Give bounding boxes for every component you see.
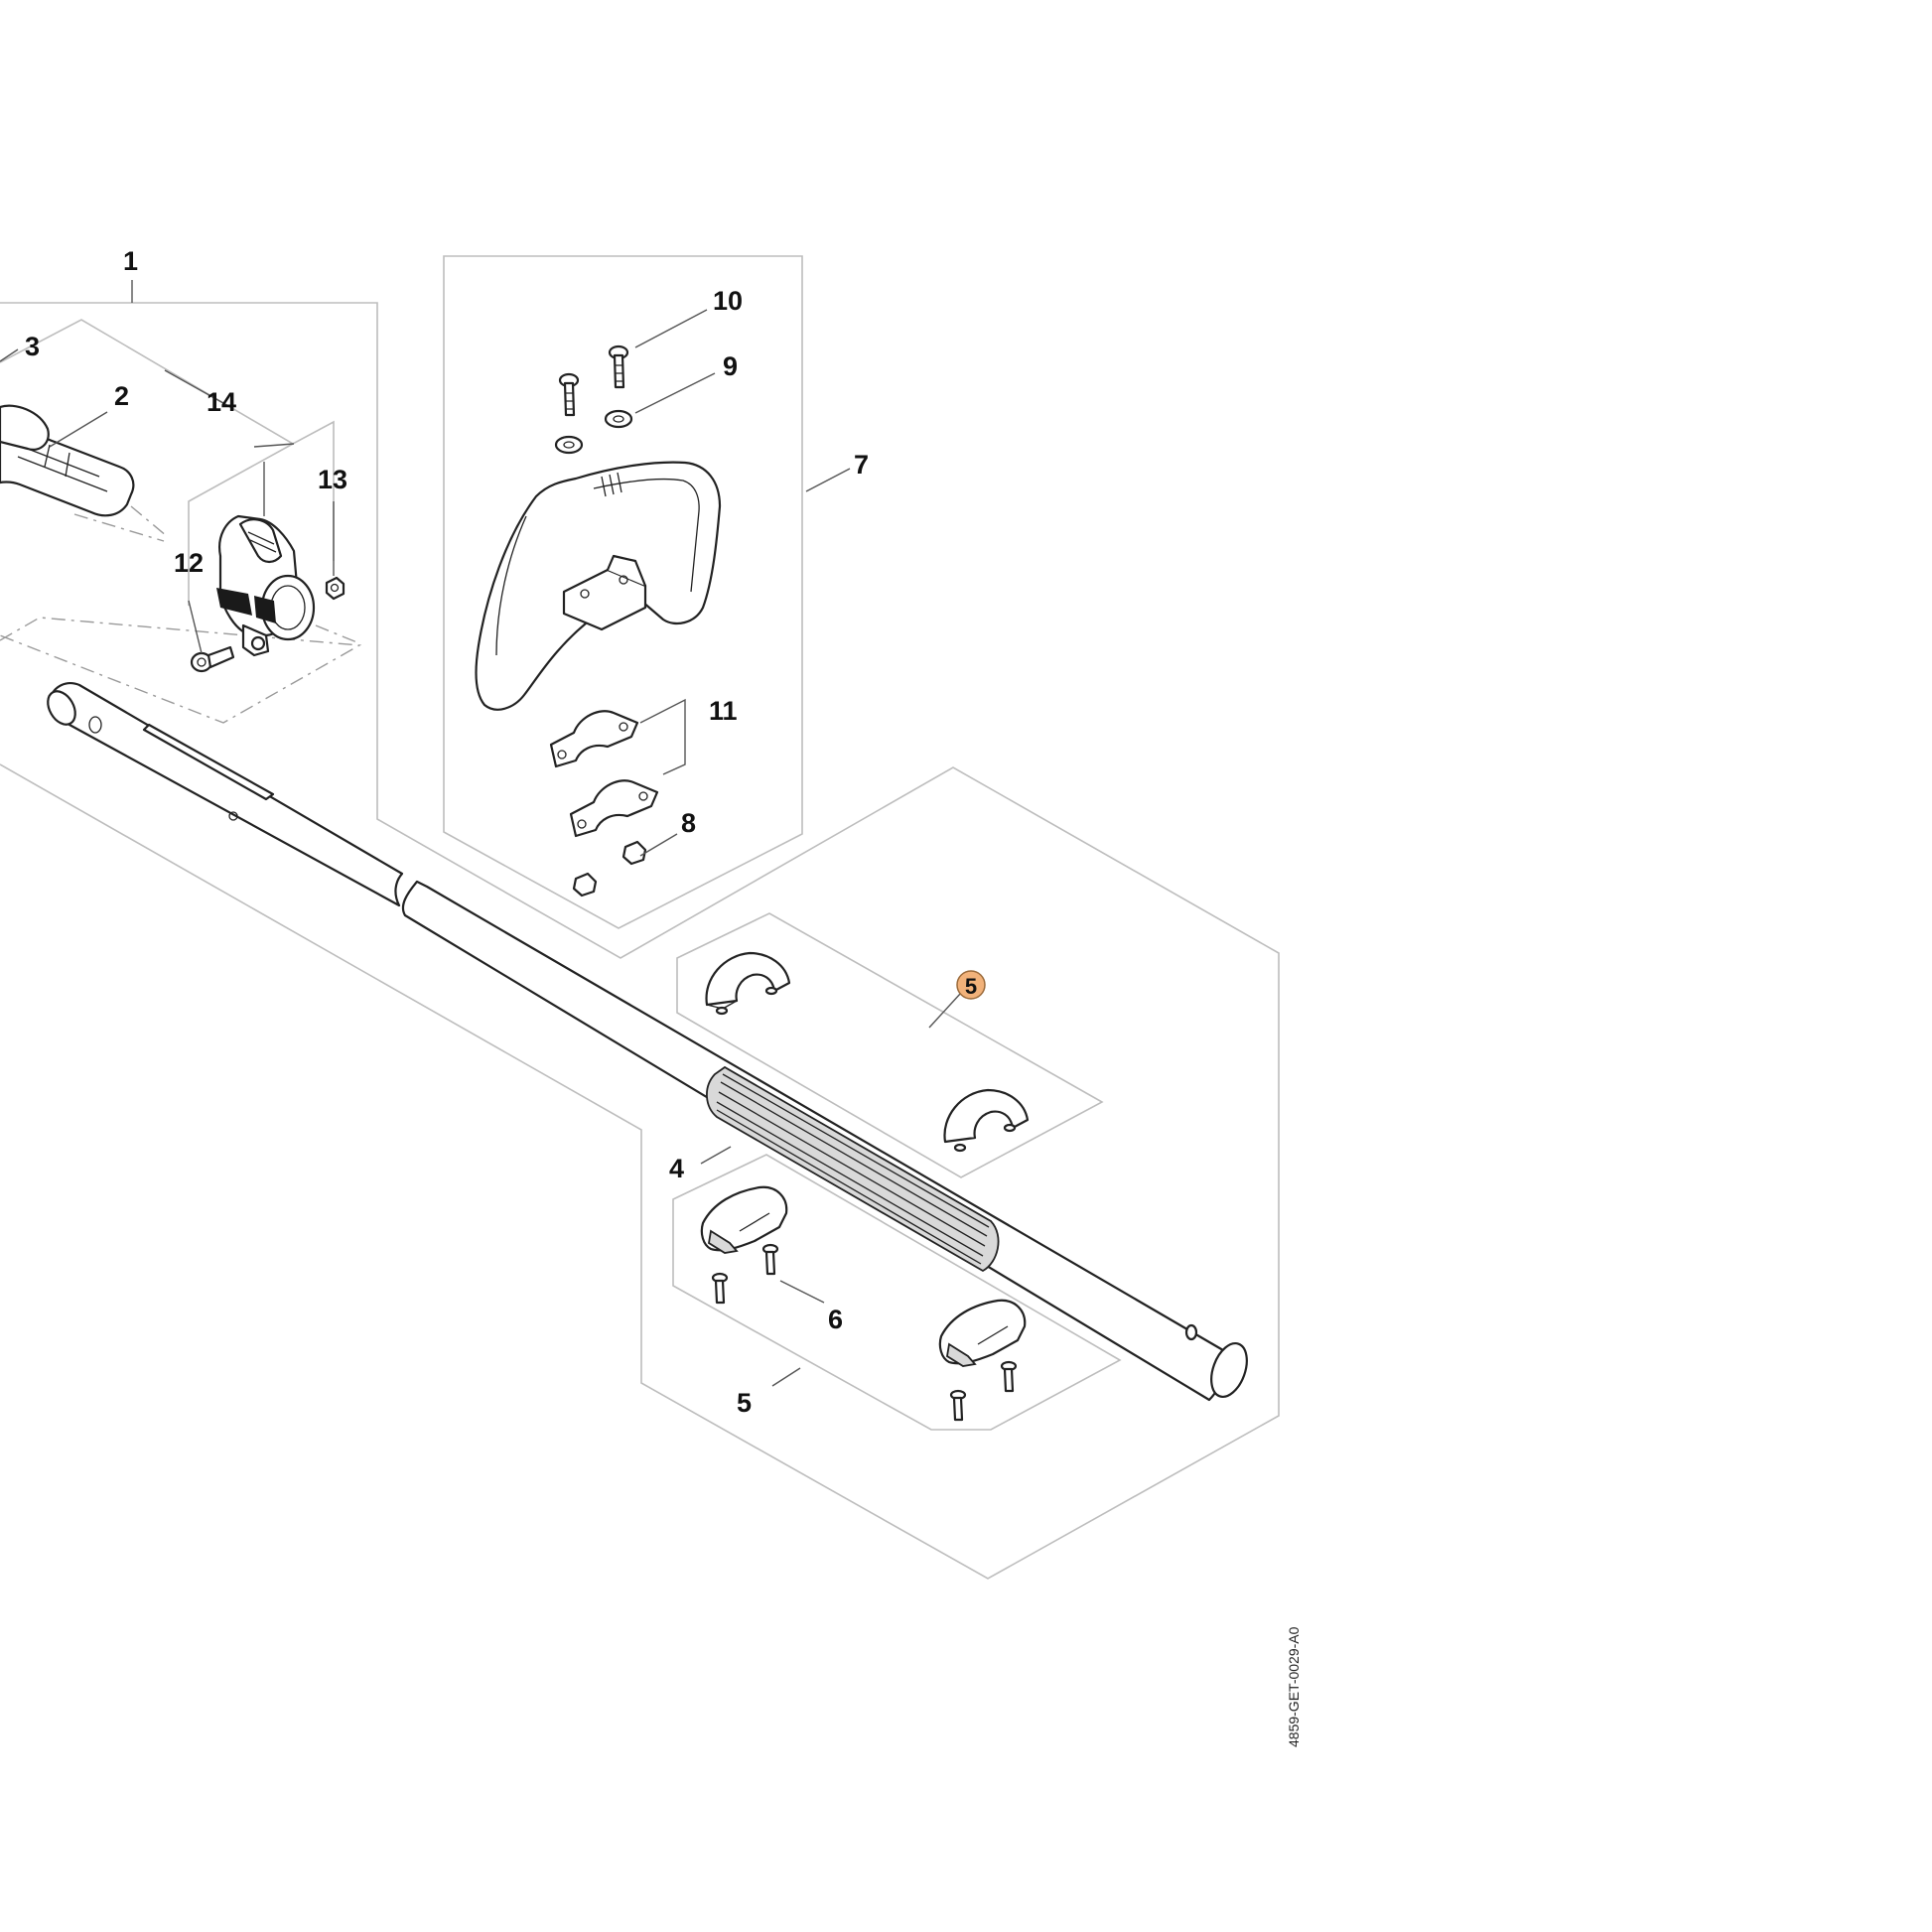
callout-8[interactable]: 8 <box>681 808 696 838</box>
frame-group-7 <box>443 255 803 929</box>
callout-3[interactable]: 3 <box>25 332 40 361</box>
callout-6[interactable]: 6 <box>828 1305 843 1334</box>
throttle-trigger-part <box>0 404 168 537</box>
leader-lines <box>0 280 962 1387</box>
handle-housing-part <box>216 514 360 657</box>
dashdot-frame-b <box>73 513 165 542</box>
callout-5-highlighted[interactable]: 5 <box>956 970 986 1000</box>
callout-12[interactable]: 12 <box>174 548 204 578</box>
drive-tube-upper-part <box>47 682 404 907</box>
callout-2[interactable]: 2 <box>114 381 129 411</box>
clamp-half-upper-left-part <box>705 951 791 1016</box>
dashdot-frame-a <box>0 617 362 724</box>
callout-9[interactable]: 9 <box>723 351 738 381</box>
frame-clamp-upper <box>676 912 1104 1178</box>
screw-12-part <box>190 645 235 673</box>
screws-6-part <box>711 1243 1018 1422</box>
frame-subassembly-12 <box>188 443 294 606</box>
callouts: 1 3 2 14 13 12 10 9 7 11 8 4 6 5 5 <box>25 246 986 1418</box>
callout-7[interactable]: 7 <box>854 450 869 480</box>
washers-9-part <box>554 409 633 455</box>
callout-14[interactable]: 14 <box>207 387 236 417</box>
clamp-half-lower-left-part <box>700 1185 788 1254</box>
callout-11[interactable]: 11 <box>709 696 738 726</box>
clamp-half-upper-right-part <box>943 1088 1030 1153</box>
callout-4[interactable]: 4 <box>669 1154 684 1183</box>
callout-10[interactable]: 10 <box>713 286 743 316</box>
highlight-marker <box>956 970 986 1000</box>
nuts-8-part <box>572 840 647 897</box>
frame-clamp-lower <box>672 1154 1122 1431</box>
callout-13[interactable]: 13 <box>318 465 347 494</box>
callout-5-highlight-text: 5 <box>965 974 977 999</box>
callout-5-lower[interactable]: 5 <box>737 1388 752 1418</box>
parts <box>0 345 1248 1422</box>
clamp-half-lower-right-part <box>938 1299 1027 1367</box>
frame-group-1 <box>0 302 1280 1580</box>
nut-13-part <box>325 576 345 601</box>
screws-10-part <box>558 345 629 417</box>
loop-handle-part <box>475 461 722 711</box>
assembly-frames <box>0 255 1280 1580</box>
document-id: 4859-GET-0029-A0 <box>1286 1626 1302 1747</box>
clamp-plates-11-part <box>549 710 659 838</box>
drive-tube-lower-part <box>401 880 1248 1402</box>
callout-1[interactable]: 1 <box>123 246 138 276</box>
